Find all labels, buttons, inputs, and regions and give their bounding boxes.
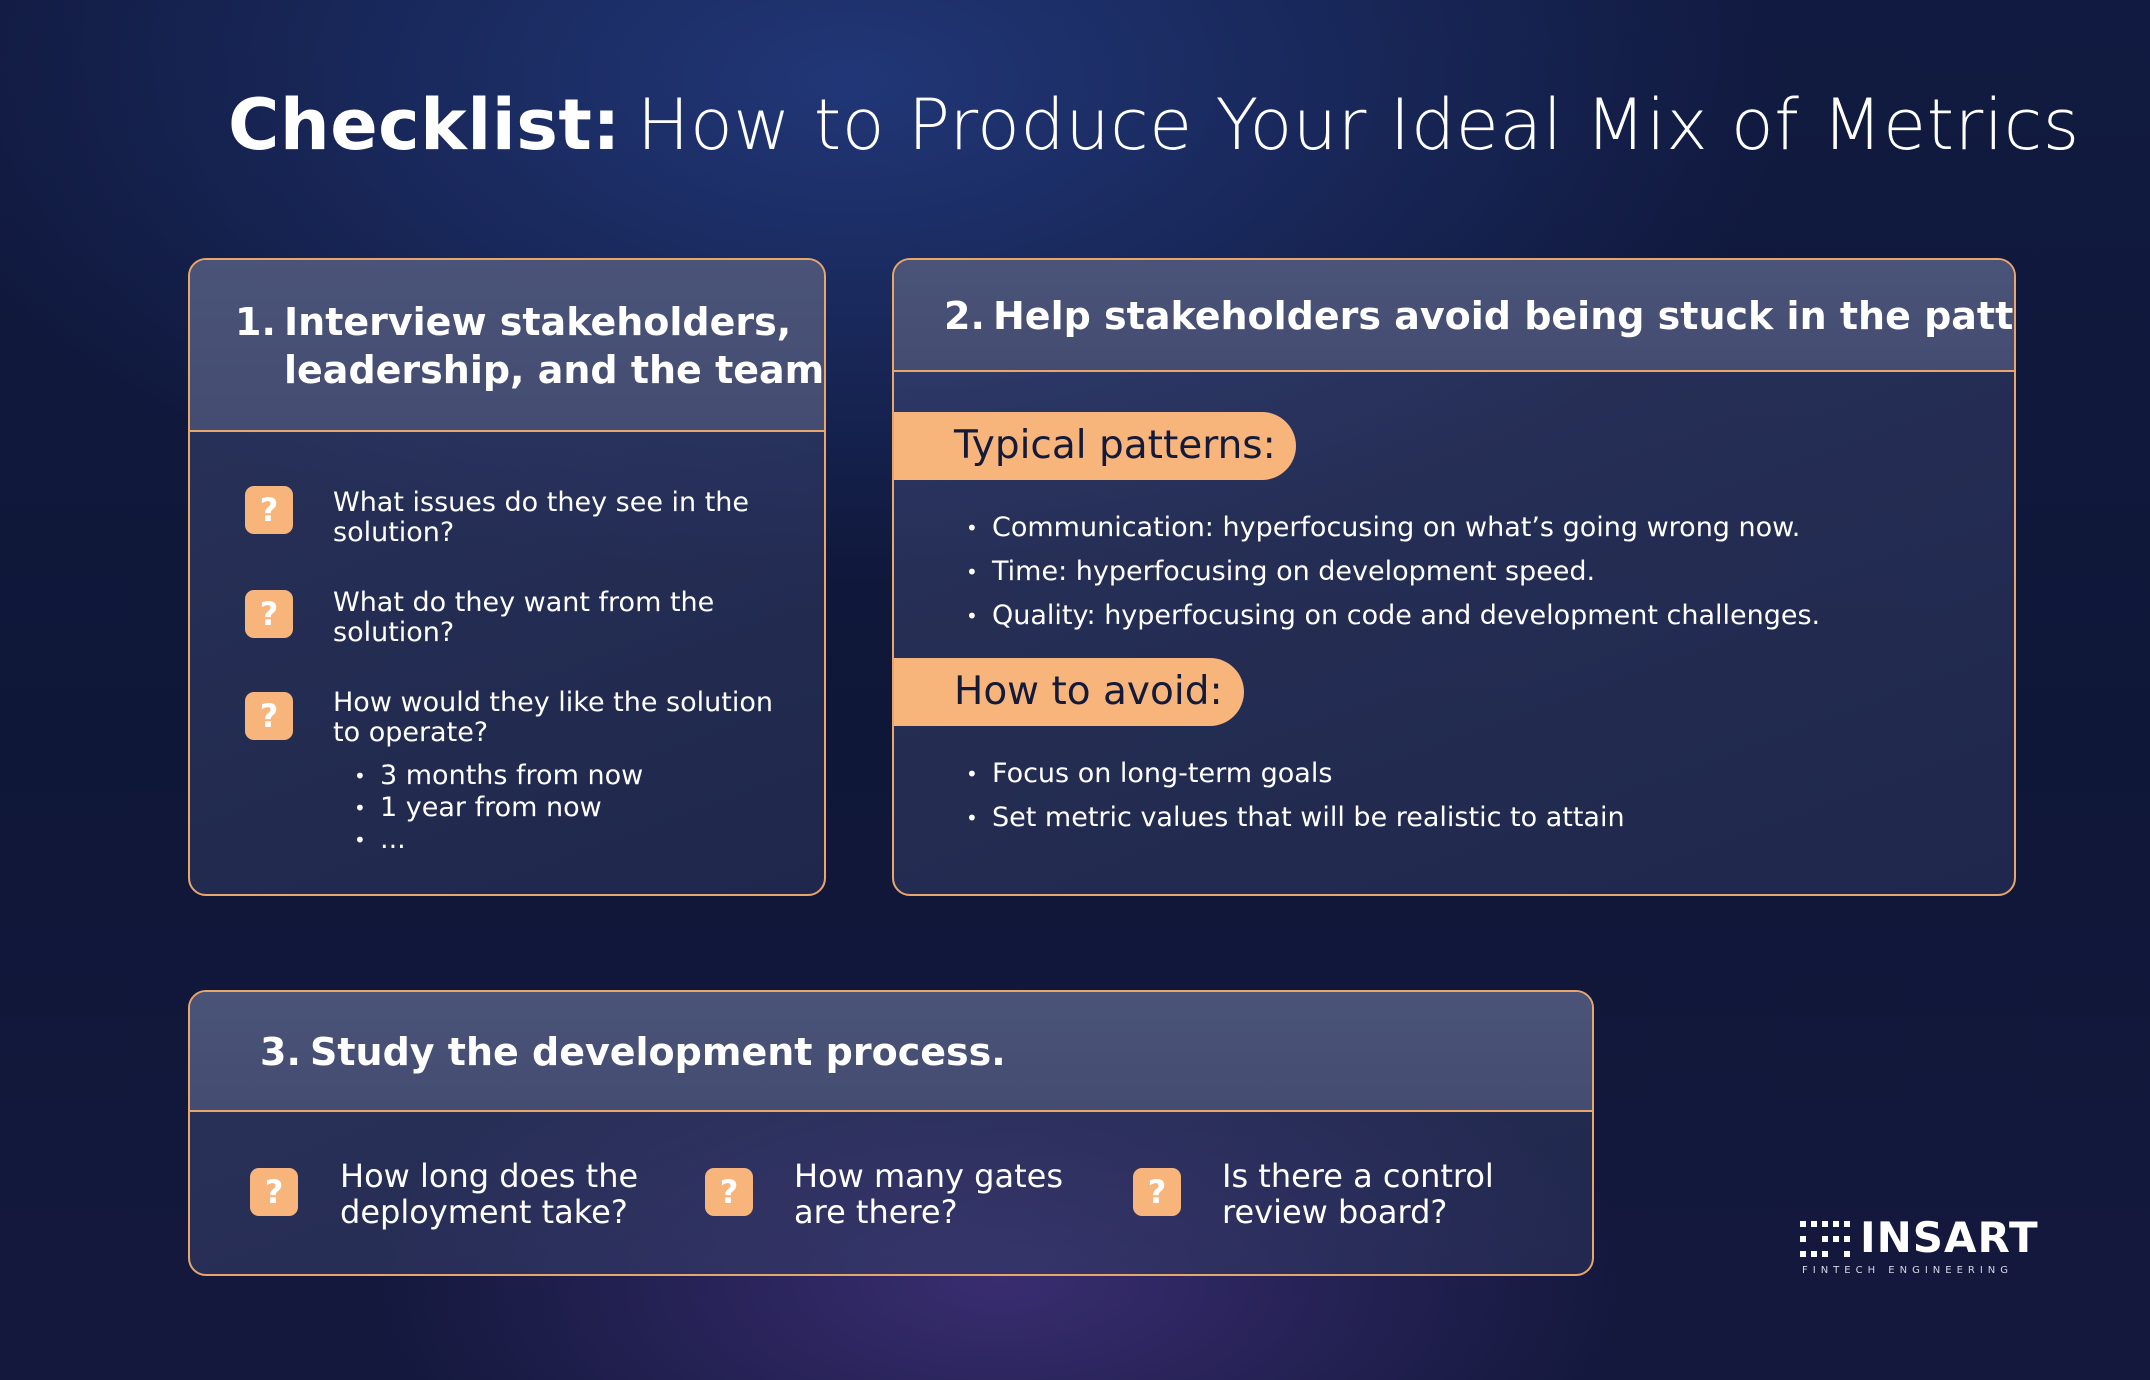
title-bold: Checklist: [228,84,621,166]
card-interview-question-1: What issues do they see in the solution? [333,487,750,548]
card-patterns: 2. Help stakeholders avoid being stuck i… [892,258,2016,896]
dev-process-question-2: How many gates are there? [794,1157,1063,1231]
page-title: Checklist:How to Produce Your Ideal Mix … [228,84,2080,166]
card-dev-process-number: 3. [260,1030,301,1074]
card-patterns-heading: Help stakeholders avoid being stuck in t… [993,294,2016,338]
list-item: Quality: hyperfocusing on code and devel… [964,594,1820,638]
question-mark-icon: ? [245,486,293,534]
card-patterns-number: 2. [944,294,985,338]
question-mark-icon: ? [245,590,293,638]
question-mark-icon: ? [1133,1168,1181,1216]
question-mark-icon: ? [245,692,293,740]
question-mark-icon: ? [250,1168,298,1216]
card-dev-process-header: 3. Study the development process. [190,992,1592,1112]
typical-patterns-list: Communication: hyperfocusing on what’s g… [964,506,1820,638]
list-item: Communication: hyperfocusing on what’s g… [964,506,1820,550]
list-item: Focus on long-term goals [964,752,1625,796]
card-interview-header: 1. Interview stakeholders, leadership, a… [190,260,824,432]
insart-logo: INSART FINTECH ENGINEERING [1800,1215,2038,1276]
list-item: ... [352,824,643,856]
insart-dots-logo-icon [1800,1221,1850,1257]
card-interview-timeframes: 3 months from now 1 year from now ... [352,760,643,856]
card-interview-question-3: How would they like the solution to oper… [333,687,773,748]
card-interview-number: 1. [235,300,276,344]
how-to-avoid-list: Focus on long-term goals Set metric valu… [964,752,1625,840]
how-to-avoid-label: How to avoid: [894,658,1244,726]
card-patterns-header: 2. Help stakeholders avoid being stuck i… [894,260,2014,372]
card-interview: 1. Interview stakeholders, leadership, a… [188,258,826,896]
list-item: 1 year from now [352,792,643,824]
typical-patterns-label: Typical patterns: [894,412,1296,480]
list-item: Time: hyperfocusing on development speed… [964,550,1820,594]
logo-tagline: FINTECH ENGINEERING [1802,1265,2014,1276]
list-item: 3 months from now [352,760,643,792]
list-item: Set metric values that will be realistic… [964,796,1625,840]
dev-process-question-3: Is there a control review board? [1222,1157,1494,1231]
dev-process-question-1: How long does the deployment take? [340,1157,639,1231]
card-interview-question-2: What do they want from the solution? [333,587,715,648]
title-rest: How to Produce Your Ideal Mix of Metrics [636,84,2080,166]
card-dev-process: 3. Study the development process. ? How … [188,990,1594,1276]
question-mark-icon: ? [705,1168,753,1216]
card-dev-process-heading: Study the development process. [310,1030,1006,1074]
card-interview-heading-line1: Interview stakeholders, [284,300,792,344]
logo-wordmark: INSART [1860,1213,2039,1262]
card-interview-heading-line2: leadership, and the team. [284,348,826,392]
